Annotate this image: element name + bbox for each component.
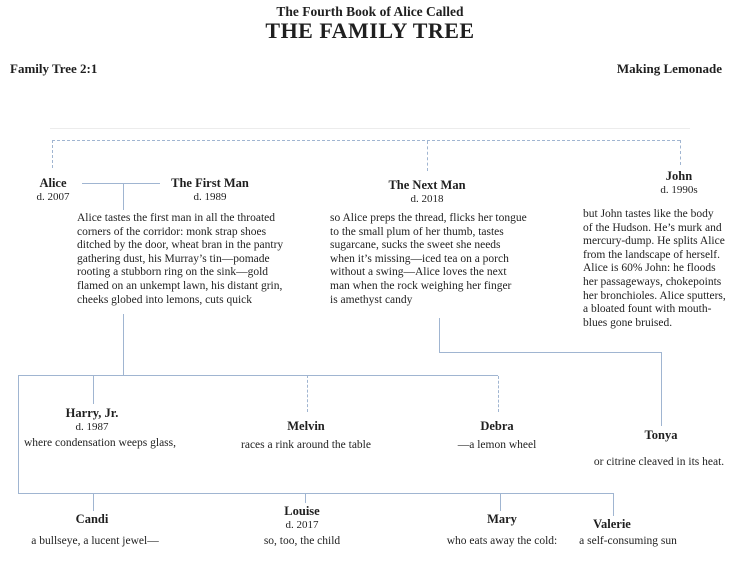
connector-next-man-stem bbox=[439, 318, 440, 352]
connector-gen3-horizontal bbox=[18, 493, 613, 494]
connector-gen1-dashed-horizontal bbox=[52, 140, 680, 141]
person-louise: Louise d. 2017 bbox=[284, 504, 319, 531]
person-candi-name: Candi bbox=[75, 512, 109, 526]
person-alice: Alice d. 2007 bbox=[37, 176, 70, 203]
person-louise-name: Louise bbox=[284, 504, 320, 518]
connector-gen1-drop-alice bbox=[52, 140, 53, 168]
person-first-man-name: The First Man bbox=[171, 176, 249, 190]
connector-gen1-drop-john bbox=[680, 140, 681, 165]
person-debra: Debra bbox=[480, 419, 513, 433]
connector-marriage-horizontal bbox=[82, 183, 160, 184]
poem-melvin: races a rink around the table bbox=[241, 439, 371, 451]
poem-candi: a bullseye, a lucent jewel— bbox=[31, 535, 159, 547]
series-title: The Fourth Book of Alice Called bbox=[276, 4, 464, 19]
person-melvin: Melvin bbox=[287, 419, 325, 433]
connector-drop-candi bbox=[93, 493, 94, 511]
poem-valerie: a self-consuming sun bbox=[579, 535, 677, 547]
person-next-man: The Next Man d. 2018 bbox=[388, 178, 465, 205]
poem-louise: so, too, the child bbox=[263, 535, 341, 547]
person-tonya: Tonya bbox=[645, 428, 678, 442]
person-valerie-name: Valerie bbox=[593, 517, 631, 531]
poem-tonya: or citrine cleaved in its heat. bbox=[593, 456, 725, 468]
person-alice-death: d. 2007 bbox=[36, 191, 70, 203]
person-john-name: John bbox=[665, 169, 693, 183]
person-candi: Candi bbox=[76, 512, 109, 526]
person-first-man: The First Man d. 1989 bbox=[171, 176, 249, 203]
person-louise-death: d. 2017 bbox=[285, 519, 319, 531]
person-first-man-death: d. 1989 bbox=[193, 191, 227, 203]
connector-drop-melvin bbox=[307, 375, 308, 412]
poem-next-man: so Alice preps the thread, flicks her to… bbox=[330, 212, 527, 306]
person-harry-death: d. 1987 bbox=[75, 421, 109, 433]
connector-gen1-drop-next-man bbox=[427, 141, 428, 171]
connector-drop-harry bbox=[93, 375, 94, 404]
person-next-man-death: d. 2018 bbox=[410, 193, 444, 205]
person-harry-name: Harry, Jr. bbox=[65, 406, 119, 420]
person-debra-name: Debra bbox=[480, 419, 514, 433]
person-mary-name: Mary bbox=[487, 512, 517, 526]
poem-alice-first-man: Alice tastes the first man in all the th… bbox=[77, 212, 284, 306]
person-valerie: Valerie bbox=[593, 517, 631, 531]
poem-debra: —a lemon wheel bbox=[457, 439, 537, 451]
poem-mary: who eats away the cold: bbox=[446, 535, 558, 547]
connector-drop-mary bbox=[500, 493, 501, 511]
page-title: THE FAMILY TREE bbox=[265, 18, 475, 43]
person-alice-name: Alice bbox=[39, 176, 67, 190]
connector-drop-tonya bbox=[661, 352, 662, 426]
connector-marriage-drop-lower bbox=[123, 314, 124, 375]
person-john: John d. 1990s bbox=[660, 169, 697, 196]
connector-drop-debra bbox=[498, 376, 499, 412]
person-melvin-name: Melvin bbox=[287, 419, 325, 433]
connector-marriage-drop-upper bbox=[123, 184, 124, 210]
person-next-man-name: The Next Man bbox=[388, 178, 466, 192]
person-john-death: d. 1990s bbox=[660, 184, 698, 196]
person-tonya-name: Tonya bbox=[644, 428, 678, 442]
faint-rule bbox=[50, 128, 690, 129]
poem-john: but John tastes like the body of the Hud… bbox=[583, 208, 726, 329]
running-head-left: Family Tree 2:1 bbox=[10, 61, 98, 76]
connector-gen2-horizontal bbox=[18, 375, 498, 376]
person-harry: Harry, Jr. d. 1987 bbox=[66, 406, 119, 433]
connector-drop-valerie bbox=[613, 493, 614, 516]
connector-gen2-left-edge bbox=[18, 375, 19, 493]
poem-harry: where condensation weeps glass, bbox=[23, 437, 177, 449]
running-head-right: Making Lemonade bbox=[616, 61, 722, 76]
connector-drop-louise bbox=[305, 493, 306, 503]
person-mary: Mary bbox=[487, 512, 517, 526]
connector-tonya-horizontal bbox=[439, 352, 661, 353]
